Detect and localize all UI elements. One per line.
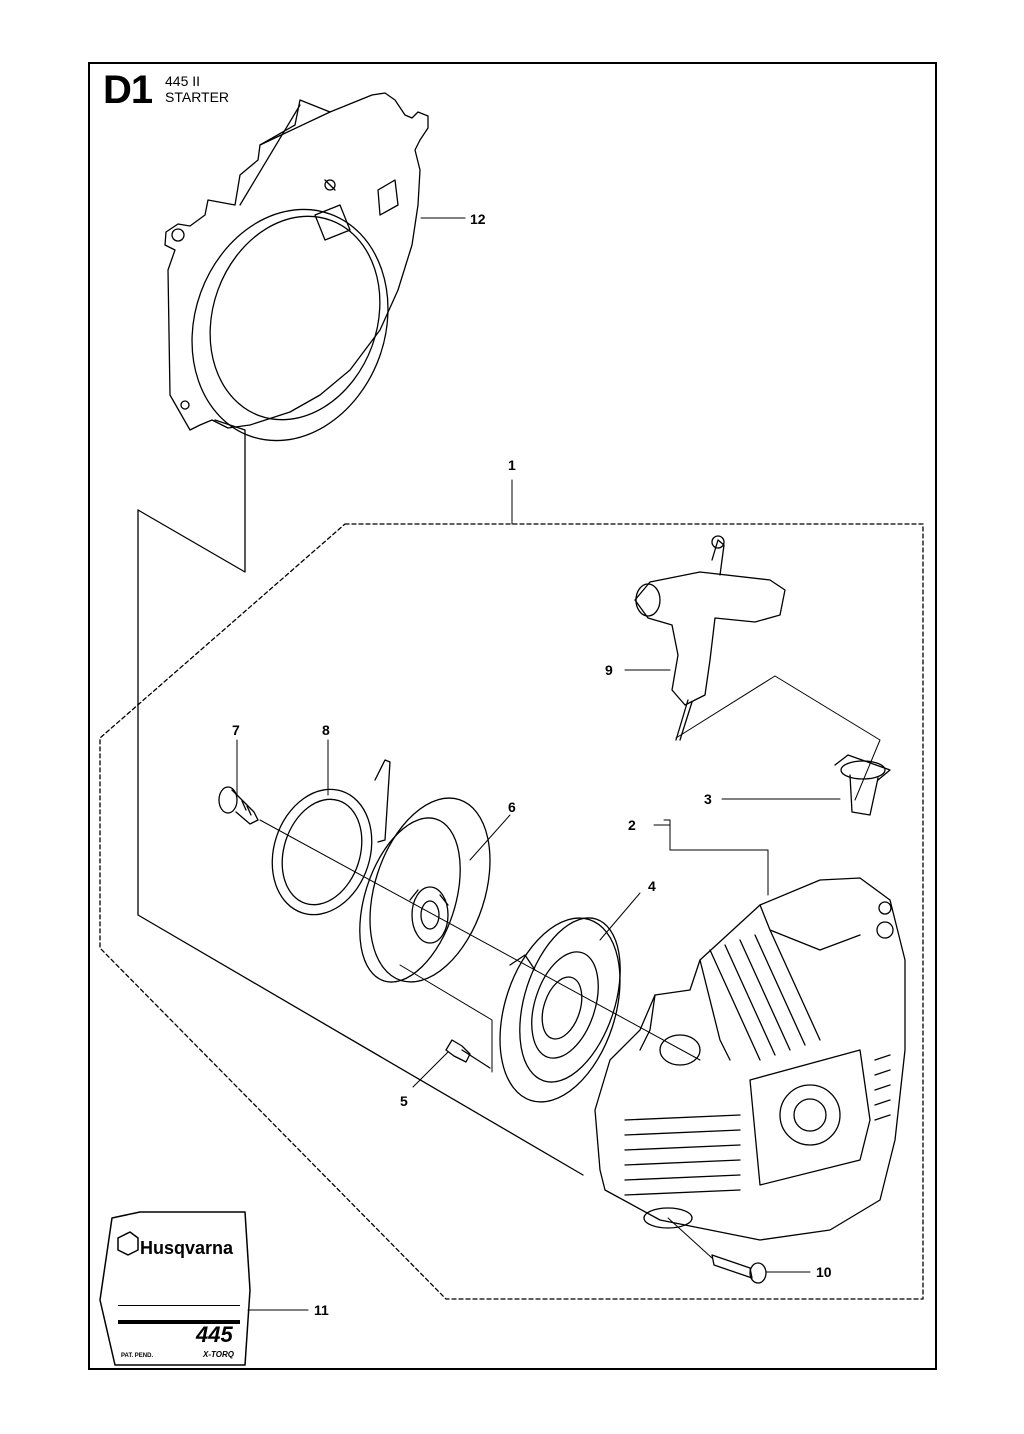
part-4-spring bbox=[499, 917, 621, 1103]
callout-8: 8 bbox=[322, 722, 330, 738]
alignment-line-9 bbox=[675, 675, 881, 801]
section-title: STARTER bbox=[165, 89, 230, 105]
leader-lines bbox=[236, 217, 841, 1311]
page-code: D1 bbox=[103, 68, 153, 112]
model-label: 445 II bbox=[165, 73, 201, 89]
part-8-rope bbox=[271, 759, 391, 916]
callout-5: 5 bbox=[400, 1093, 408, 1109]
callout-3: 3 bbox=[704, 791, 712, 807]
part-7-screw bbox=[218, 786, 259, 825]
alignment-line-5 bbox=[399, 964, 493, 1073]
part-5-screw bbox=[445, 1039, 491, 1069]
callout-11: 11 bbox=[314, 1302, 329, 1318]
alignment-line-10 bbox=[667, 1217, 713, 1259]
decal-brand-text: Husqvarna bbox=[140, 1238, 234, 1258]
part-2-starter-cover bbox=[594, 877, 906, 1241]
assembly-boundary bbox=[99, 523, 924, 1300]
axis-line bbox=[259, 819, 701, 1061]
callout-2: 2 bbox=[628, 817, 636, 833]
decal-patent-text: PAT. PEND. bbox=[121, 1353, 153, 1359]
part-10-screw bbox=[711, 1254, 767, 1284]
callout-10: 10 bbox=[816, 1264, 832, 1280]
callout-4: 4 bbox=[648, 878, 656, 894]
part-11-decal: Husqvarna 445 PAT. PEND. X-TORQ bbox=[99, 1211, 251, 1366]
decal-series-text: X-TORQ bbox=[202, 1350, 235, 1359]
part-12-fan-housing bbox=[164, 92, 429, 442]
callout-1: 1 bbox=[508, 457, 516, 473]
callout-9: 9 bbox=[605, 662, 613, 678]
callout-12: 12 bbox=[470, 211, 486, 227]
part-9-handle bbox=[634, 535, 786, 741]
part-6-pulley bbox=[359, 797, 491, 983]
alignment-lines-12 bbox=[137, 419, 246, 573]
callout-7: 7 bbox=[232, 722, 240, 738]
callout-6: 6 bbox=[508, 799, 516, 815]
alignment-line-main bbox=[137, 509, 584, 1176]
part-3-bushing bbox=[834, 754, 891, 816]
drawing-frame bbox=[88, 62, 937, 1370]
decal-model-text: 445 bbox=[195, 1322, 233, 1347]
